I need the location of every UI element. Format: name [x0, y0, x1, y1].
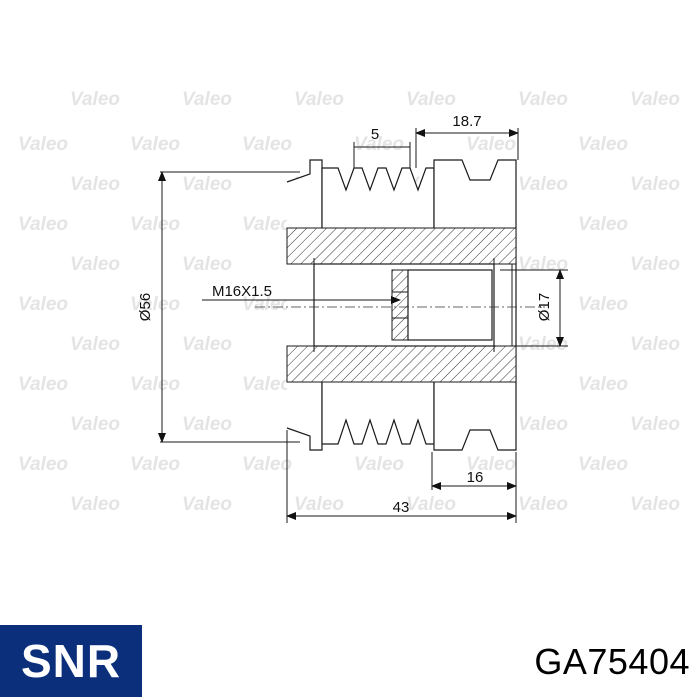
watermark-text: Valeo — [630, 414, 680, 435]
watermark-text: Valeo — [578, 374, 628, 395]
dimension-lines — [158, 128, 568, 523]
watermark-text: Valeo — [242, 454, 292, 475]
dimension-hub-length: 16 — [467, 469, 484, 486]
watermark-text: Valeo — [630, 254, 680, 275]
watermark-text: Valeo — [18, 214, 68, 235]
watermark-text: Valeo — [130, 214, 180, 235]
watermark-text: Valeo — [406, 89, 456, 110]
watermark-text: Valeo — [130, 374, 180, 395]
watermark-text: Valeo — [578, 134, 628, 155]
watermark-text: Valeo — [182, 254, 232, 275]
watermark-text: Valeo — [182, 334, 232, 355]
watermark-text: Valeo — [130, 454, 180, 475]
watermark-text: Valeo — [130, 294, 180, 315]
watermark-text: Valeo — [18, 294, 68, 315]
watermark-text: Valeo — [70, 89, 120, 110]
pulley-drawing — [255, 159, 545, 451]
watermark-text: Valeo — [70, 494, 120, 515]
watermark-text: Valeo — [630, 89, 680, 110]
svg-text:SNR: SNR — [21, 635, 121, 687]
watermark-text: Valeo — [578, 454, 628, 475]
watermark-text: Valeo — [242, 374, 292, 395]
watermark-text: Valeo — [518, 414, 568, 435]
dimension-width-top: 18.7 — [452, 113, 481, 130]
part-number: GA75404 — [534, 641, 690, 682]
watermark-text: Valeo — [182, 89, 232, 110]
watermark-text: Valeo — [406, 494, 456, 515]
watermark-text: Valeo — [294, 494, 344, 515]
watermark-text: Valeo — [130, 134, 180, 155]
dimension-thread: M16X1.5 — [212, 283, 272, 300]
dimension-diameter-outer: Ø56 — [137, 293, 154, 321]
watermark-text: Valeo — [70, 174, 120, 195]
watermark-text: Valeo — [18, 134, 68, 155]
watermark-text: Valeo — [630, 334, 680, 355]
watermark-text: Valeo — [630, 174, 680, 195]
watermark-text: Valeo — [466, 134, 516, 155]
snr-logo: SNR — [0, 625, 142, 697]
watermark-text: Valeo — [630, 494, 680, 515]
watermark-text: Valeo — [242, 214, 292, 235]
watermark-text: Valeo — [354, 454, 404, 475]
watermark-text: Valeo — [70, 334, 120, 355]
watermark-text: Valeo — [354, 134, 404, 155]
watermark-text: Valeo — [182, 414, 232, 435]
dimension-diameter-bore: Ø17 — [536, 293, 553, 321]
watermark-text: Valeo — [518, 334, 568, 355]
watermark-text: Valeo — [182, 174, 232, 195]
watermark-text: Valeo — [242, 294, 292, 315]
watermark-text: Valeo — [18, 374, 68, 395]
watermark-text: Valeo — [70, 414, 120, 435]
watermark-text: Valeo — [518, 174, 568, 195]
dimension-length-overall: 43 — [393, 499, 410, 516]
watermark-text: Valeo — [578, 214, 628, 235]
watermark-text: Valeo — [294, 89, 344, 110]
watermark-text: Valeo — [466, 454, 516, 475]
watermark-text: Valeo — [242, 134, 292, 155]
watermark-text: Valeo — [18, 454, 68, 475]
watermark-text: Valeo — [70, 254, 120, 275]
watermark-text: Valeo — [578, 294, 628, 315]
watermark-text: Valeo — [518, 89, 568, 110]
watermark-text: Valeo — [518, 494, 568, 515]
watermark-text: Valeo — [182, 494, 232, 515]
dimension-groove: 5 — [371, 126, 379, 143]
